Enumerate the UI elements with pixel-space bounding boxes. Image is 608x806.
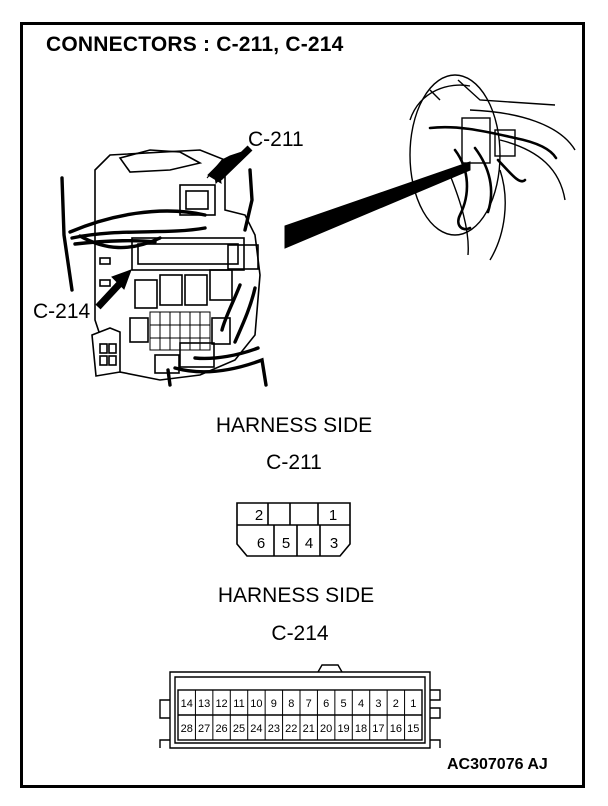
figure-code: AC307076 AJ: [447, 756, 548, 773]
section1-heading: HARNESS SIDE: [215, 414, 373, 437]
c214-pin-23: 23: [268, 723, 280, 735]
c214-pin-5: 5: [341, 698, 347, 710]
c214-pin-2: 2: [393, 698, 399, 710]
c211-pin-6: 6: [257, 535, 265, 552]
section2-heading: HARNESS SIDE: [217, 584, 375, 607]
callout-c211: C-211: [248, 128, 304, 151]
c214-pin-8: 8: [288, 698, 294, 710]
c214-pin-19: 19: [337, 723, 349, 735]
c214-pin-15: 15: [407, 723, 419, 735]
c214-pin-3: 3: [375, 698, 381, 710]
c214-pin-6: 6: [323, 698, 329, 710]
c214-pin-20: 20: [320, 723, 332, 735]
c214-pin-11: 11: [233, 698, 244, 710]
c211-pin-5: 5: [282, 535, 290, 552]
c214-pin-1: 1: [410, 698, 416, 710]
c214-pin-26: 26: [215, 723, 227, 735]
c211-pin-4: 4: [305, 535, 313, 552]
page-title: CONNECTORS : C-211, C-214: [46, 33, 344, 56]
c214-pin-13: 13: [198, 698, 210, 710]
c214-pin-27: 27: [198, 723, 210, 735]
c214-pin-24: 24: [250, 723, 262, 735]
c214-pin-25: 25: [233, 723, 245, 735]
callout-c214: C-214: [33, 300, 91, 323]
c214-pin-14: 14: [181, 698, 193, 710]
c211-pin-1: 1: [329, 507, 337, 524]
c214-pin-4: 4: [358, 698, 364, 710]
c214-pin-18: 18: [355, 723, 367, 735]
c211-pin-3: 3: [330, 535, 338, 552]
c214-pin-22: 22: [285, 723, 297, 735]
section2-connector-id: C-214: [271, 622, 329, 645]
c214-pin-28: 28: [181, 723, 193, 735]
c214-pin-21: 21: [303, 723, 315, 735]
c214-pin-9: 9: [271, 698, 277, 710]
c214-pin-17: 17: [372, 723, 384, 735]
c214-pin-12: 12: [215, 698, 227, 710]
c214-pin-7: 7: [306, 698, 312, 710]
c211-pin-2: 2: [255, 507, 263, 524]
figure-frame: [20, 22, 585, 788]
c214-pin-16: 16: [390, 723, 402, 735]
section1-connector-id: C-211: [266, 451, 322, 474]
c214-pin-10: 10: [250, 698, 262, 710]
